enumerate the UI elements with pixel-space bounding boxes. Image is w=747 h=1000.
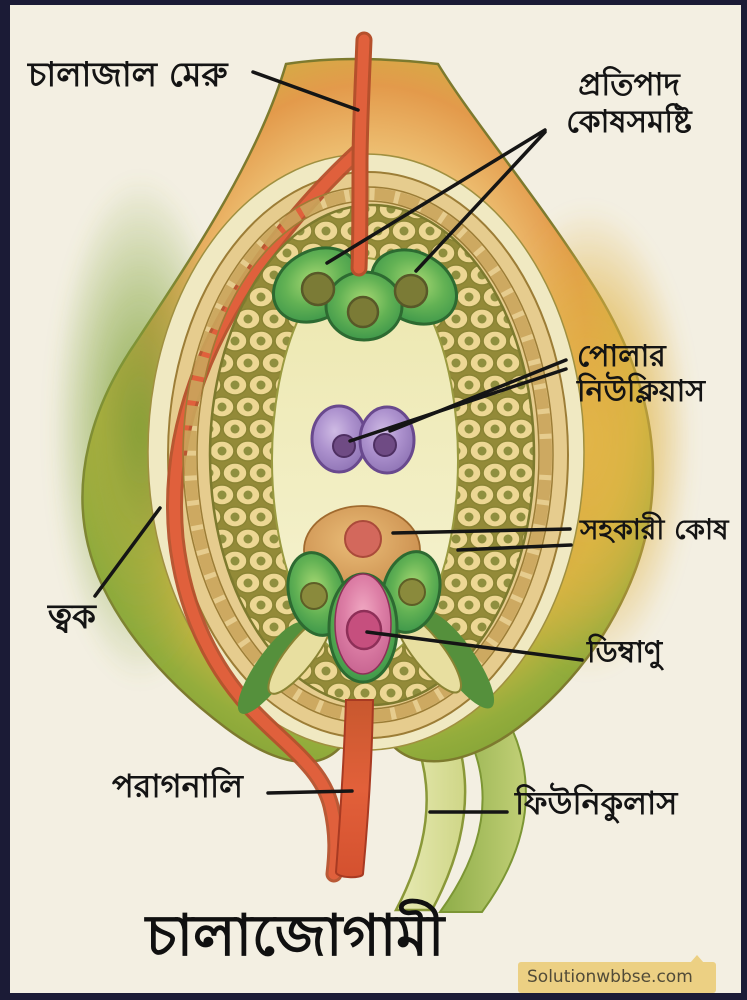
pollen-tube-chalazal: [350, 31, 373, 277]
label-integument: ত্বক: [48, 597, 96, 637]
label-polar-nucleus: পোলার নিউক্লিয়াস: [577, 339, 737, 410]
polar-nuclei-group: [310, 404, 416, 475]
leader-lines: [93, 70, 584, 814]
watermark-badge: Solutionwbbse.com: [518, 955, 716, 993]
label-egg-cell: ডিম্বাণু: [587, 635, 663, 670]
leader-polar-b: [348, 367, 568, 443]
synergid-nuclei: [300, 578, 426, 610]
leader-antipodal-a: [325, 128, 547, 265]
label-antipodal-cells: প্রতিপাদ কোষসমষ্টি: [543, 67, 715, 140]
leader-pollen-tube: [266, 789, 354, 795]
label-antipodal-line2: কোষসমষ্টি: [566, 103, 692, 140]
label-funiculus: ফিউনিকুলাস: [515, 784, 678, 822]
egg-cell-shape: [327, 572, 399, 684]
label-synergid-cell: সহকারী কোষ: [580, 513, 729, 546]
leader-integument: [93, 506, 162, 598]
leader-antipodal-b: [414, 130, 547, 273]
leader-chalazal-pole: [251, 70, 360, 112]
leader-synergid-b: [456, 543, 573, 552]
label-polar-line2: নিউক্লিয়াস: [577, 374, 706, 410]
leader-synergid-a: [391, 527, 572, 535]
leader-egg: [365, 630, 584, 662]
label-antipodal-line1: প্রতিপাদ: [578, 67, 680, 103]
pollen-tube-path: [166, 141, 369, 883]
figure-title: চালাজোগামী: [145, 903, 445, 969]
pollen-tube-bottom: [334, 699, 375, 879]
label-polar-line1: পোলার: [577, 339, 666, 374]
label-pollen-tube: পরাগনালি: [112, 767, 243, 805]
antipodal-nuclei: [300, 271, 429, 329]
label-chalazal-pole: চালাজাল মেরু: [28, 55, 228, 95]
